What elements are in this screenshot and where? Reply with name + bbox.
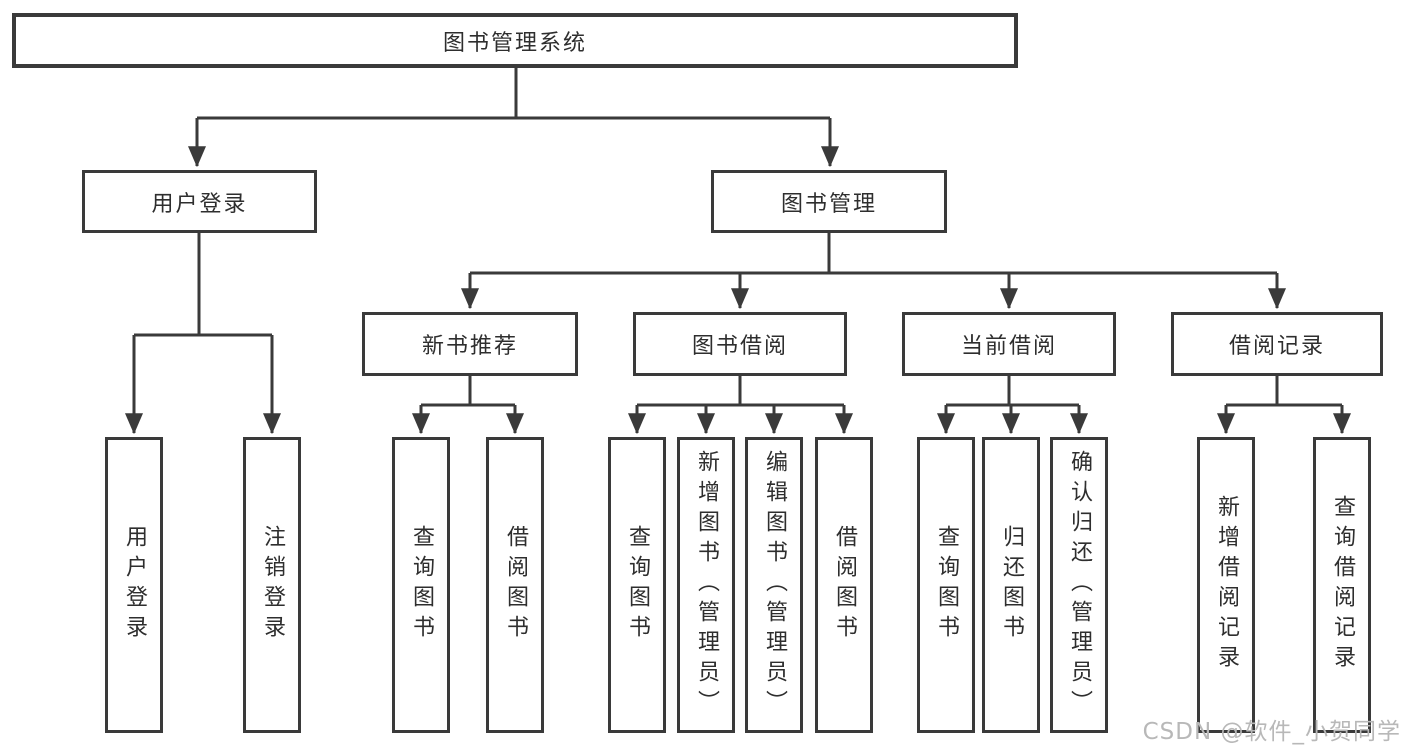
- leaf-borrow-books-recommend: 借阅图书: [486, 437, 544, 733]
- leaf-return-book: 归还图书: [982, 437, 1040, 733]
- node-label: 新书推荐: [421, 334, 518, 359]
- leaf-logout: 注销登录: [243, 437, 301, 733]
- leaf-label: 用户登录: [122, 525, 147, 645]
- leaf-query-books-borrow: 查询图书: [608, 437, 666, 733]
- node-new-book-recommend: 新书推荐: [362, 312, 578, 376]
- node-root-label: 图书管理系统: [442, 30, 587, 56]
- node-label: 当前借阅: [960, 334, 1057, 359]
- leaf-label: 归还图书: [999, 525, 1024, 645]
- csdn-watermark: CSDN @软件_小贺同学: [1142, 719, 1401, 745]
- leaf-confirm-return-admin: 确认归还（管理员）: [1050, 437, 1108, 733]
- leaf-label: 借阅图书: [503, 525, 528, 645]
- node-book-borrow: 图书借阅: [633, 312, 847, 376]
- node-label: 图书借阅: [691, 334, 788, 359]
- leaf-label: 注销登录: [260, 525, 285, 645]
- leaf-query-books-recommend: 查询图书: [392, 437, 450, 733]
- leaf-edit-book-admin: 编辑图书（管理员）: [745, 437, 803, 733]
- node-label: 借阅记录: [1228, 334, 1325, 359]
- node-borrow-records: 借阅记录: [1171, 312, 1383, 376]
- leaf-label: 查询借阅记录: [1330, 495, 1355, 675]
- leaf-query-borrow-record: 查询借阅记录: [1313, 437, 1371, 733]
- leaf-label: 查询图书: [625, 525, 650, 645]
- node-root-system: 图书管理系统: [12, 13, 1018, 68]
- leaf-query-books-current: 查询图书: [917, 437, 975, 733]
- leaf-label: 确认归还（管理员）: [1067, 450, 1092, 720]
- leaf-label: 新增借阅记录: [1214, 495, 1239, 675]
- leaf-label: 编辑图书（管理员）: [762, 450, 787, 720]
- leaf-add-borrow-record: 新增借阅记录: [1197, 437, 1255, 733]
- leaf-add-book-admin: 新增图书（管理员）: [677, 437, 735, 733]
- leaf-label: 查询图书: [409, 525, 434, 645]
- node-label: 用户登录: [151, 191, 248, 217]
- node-current-borrow: 当前借阅: [902, 312, 1116, 376]
- leaf-label: 查询图书: [934, 525, 959, 645]
- leaf-label: 借阅图书: [832, 525, 857, 645]
- leaf-borrow-books: 借阅图书: [815, 437, 873, 733]
- leaf-user-login: 用户登录: [105, 437, 163, 733]
- node-label: 图书管理: [780, 191, 877, 217]
- node-book-management-group: 图书管理: [711, 170, 947, 233]
- leaf-label: 新增图书（管理员）: [694, 450, 719, 720]
- node-user-login-group: 用户登录: [82, 170, 317, 233]
